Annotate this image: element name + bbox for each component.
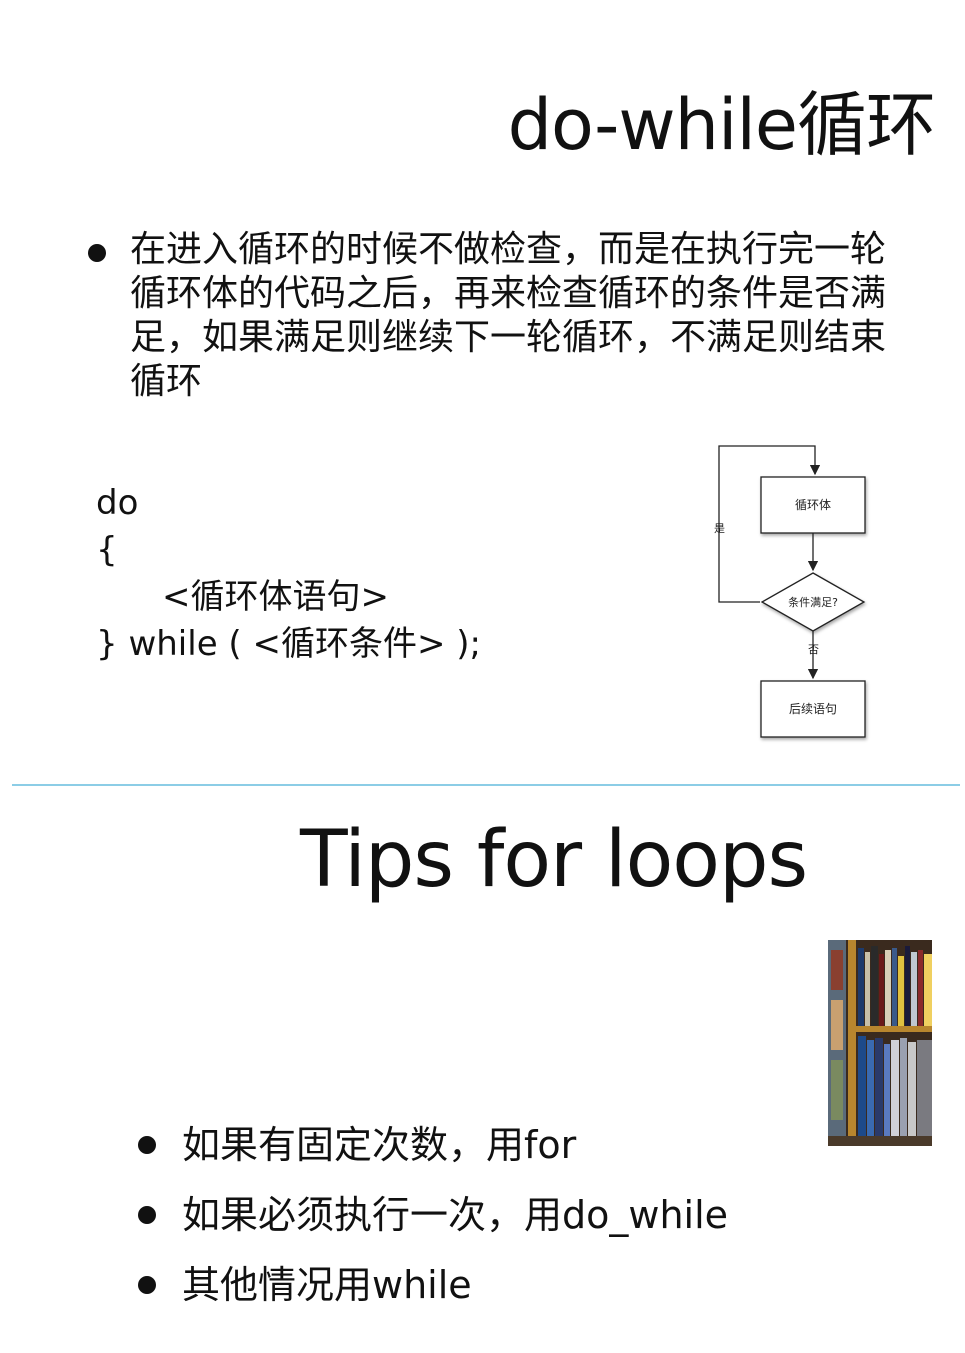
- tip-text: 其他情况用while: [182, 1263, 472, 1307]
- bullet-dot-icon: [138, 1136, 156, 1154]
- bullet-dot-icon: [138, 1206, 156, 1224]
- tips-list: 如果有固定次数，用for 如果必须执行一次，用do_while 其他情况用whi…: [138, 1110, 728, 1320]
- next-statement-box: [760, 680, 866, 738]
- bullet-dot-icon: [138, 1276, 156, 1294]
- bullet-dot-icon: [88, 244, 106, 262]
- code-line: {: [96, 530, 118, 570]
- description-bullet: 在进入循环的时候不做检查，而是在执行完一轮循环体的代码之后，再来检查循环的条件是…: [88, 228, 888, 404]
- list-item: 如果有固定次数，用for: [138, 1110, 728, 1180]
- loop-back-arrow: [718, 445, 821, 603]
- next-statement-label: 后续语句: [789, 702, 837, 716]
- slide-title: do-while循环: [507, 84, 936, 166]
- tip-text: 如果必须执行一次，用do_while: [182, 1193, 729, 1237]
- slide-title: Tips for loops: [300, 815, 808, 905]
- list-item: 其他情况用while: [138, 1250, 728, 1320]
- slide-do-while: do-while循环 在进入循环的时候不做检查，而是在执行完一轮循环体的代码之后…: [88, 84, 937, 738]
- condition-label: 条件满足?: [788, 595, 838, 609]
- yes-label: 是: [714, 522, 725, 535]
- code-line: } while ( <循环条件> );: [96, 624, 481, 664]
- bookshelf-image: [828, 940, 932, 1146]
- code-line: <循环体语句>: [162, 577, 389, 617]
- loop-body-label: 循环体: [795, 498, 831, 512]
- tip-text: 如果有固定次数，用for: [182, 1123, 577, 1167]
- bullet-text: 在进入循环的时候不做检查，而是在执行完一轮循环体的代码之后，再来检查循环的条件是…: [130, 229, 887, 402]
- list-item: 如果必须执行一次，用do_while: [138, 1180, 728, 1250]
- code-block: do { <循环体语句> } while ( <循环条件> );: [96, 480, 481, 668]
- no-label: 否: [808, 643, 819, 656]
- flowchart-diagram: 循环体 条件满足? 是 否 后续语句: [714, 445, 866, 738]
- code-line: do: [96, 483, 139, 523]
- slide-divider: [12, 784, 960, 786]
